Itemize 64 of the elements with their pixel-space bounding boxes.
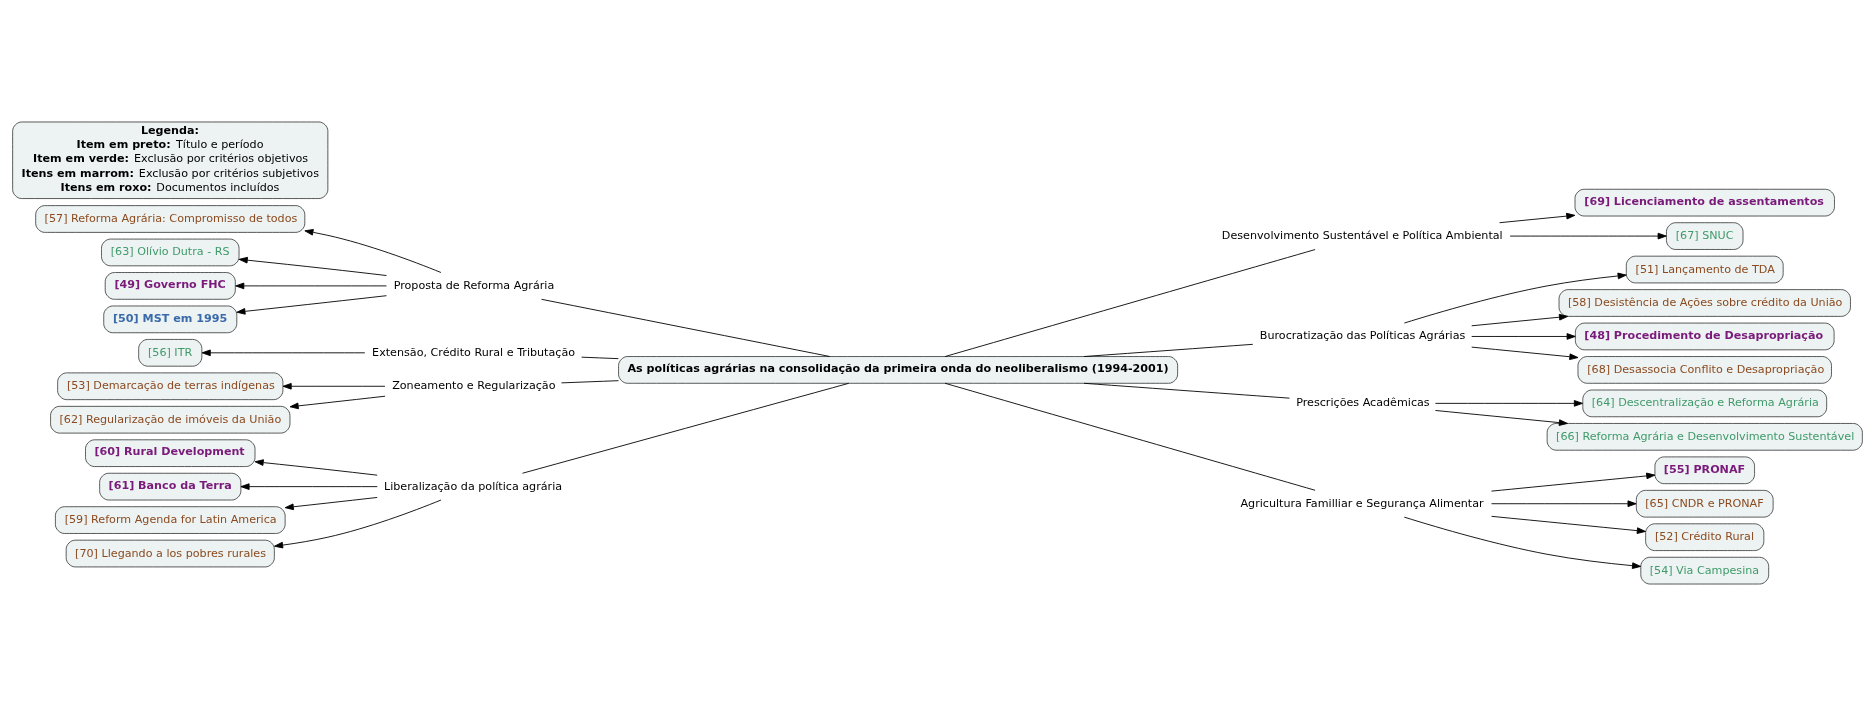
node-text: Burocratização das Políticas Agrárias <box>1259 329 1466 343</box>
node-box: [53] Demarcação de terras indígenas <box>57 372 284 400</box>
arrow <box>1491 515 1646 534</box>
node-box: [56] ITR <box>138 339 203 367</box>
arrow <box>240 483 378 490</box>
arrow <box>1434 410 1568 426</box>
node-box: [50] MST em 1995 <box>103 305 238 334</box>
connector <box>944 249 1316 357</box>
node-box: [65] CNDR e PRONAF <box>1635 490 1774 518</box>
arrow <box>284 497 378 511</box>
node-box: [54] Via Campesina <box>1640 556 1770 585</box>
arrow <box>282 382 386 390</box>
arrow <box>274 499 442 549</box>
node-box: [67] SNUC <box>1666 222 1744 250</box>
node-box: [62] Regularização de imóveis da União <box>50 405 291 434</box>
arrow <box>1499 212 1576 224</box>
node-text: Prescrições Acadêmicas <box>1296 396 1430 410</box>
arrow <box>201 349 366 357</box>
node-text: Agricultura Familliar e Segurança Alimentar <box>1240 496 1484 510</box>
node-box: [69] Licenciamento de assentamentos <box>1574 188 1835 217</box>
node-text: Zoneamento e Regularização <box>392 379 556 393</box>
node-box: [55] PRONAF <box>1654 456 1755 485</box>
arrow <box>1491 472 1656 492</box>
arrow <box>1403 272 1627 324</box>
connector <box>561 380 619 384</box>
node-text: Extensão, Crédito Rural e Tributação <box>372 345 576 359</box>
arrow <box>304 229 442 273</box>
connector <box>944 382 1316 491</box>
node-box: [49] Governo FHC <box>104 272 236 300</box>
node-box: [48] Procedimento de Desapropriação <box>1575 322 1835 351</box>
arrow <box>238 256 387 276</box>
node-text: Desenvolvimento Sustentável e Política Ambiental <box>1221 229 1503 243</box>
arrow <box>254 459 378 476</box>
arrow <box>1471 333 1576 340</box>
node-text: Liberalização da política agrária <box>384 479 563 493</box>
arrow <box>1471 346 1579 361</box>
node-box: [70] Llegando a los pobres rurales <box>65 539 275 568</box>
node-box: [60] Rural Development <box>85 439 256 467</box>
arrow <box>236 295 387 315</box>
arrow <box>1471 313 1569 327</box>
arrow <box>289 395 386 410</box>
arrow <box>1509 232 1667 240</box>
arrow <box>1403 516 1642 569</box>
connector <box>541 298 831 357</box>
node-box: [51] Lançamento de TDA <box>1625 255 1784 284</box>
node-box: [57] Reforma Agrária: Compromisso de todos <box>35 205 306 233</box>
connector <box>1083 382 1290 399</box>
connector <box>581 356 619 360</box>
node-box: [66] Reforma Agrária e Desenvolvimento Sustentável <box>1546 423 1863 451</box>
node-box: [59] Reform Agenda for Latin America <box>55 506 286 534</box>
arrow <box>1434 400 1583 407</box>
node-box: Legenda: Item em preto: Título e período Item em verde: Exclusão por critérios objetivos Itens em marrom: Exclusão por critérios subjetivos Itens em roxo: Documentos incluídos <box>12 121 329 199</box>
node-box: [58] Desistência de Ações sobre crédito da União <box>1558 289 1851 317</box>
arrow <box>235 282 387 290</box>
node-box: [68] Desassocia Conflito e Desapropriação <box>1577 356 1832 384</box>
arrow <box>1491 500 1637 508</box>
connector <box>1083 343 1254 357</box>
node-box: [52] Crédito Rural <box>1645 523 1765 551</box>
node-box: [64] Descentralização e Reforma Agrária <box>1582 389 1828 418</box>
node-box: [63] Olívio Dutra - RS <box>101 238 240 267</box>
node-box: As políticas agrárias na consolidação da primeira onda do neoliberalismo (1994-2001) <box>618 356 1178 384</box>
node-text: Proposta de Reforma Agrária <box>393 278 555 292</box>
node-box: [61] Banco da Terra <box>99 472 242 501</box>
connector <box>522 382 850 474</box>
